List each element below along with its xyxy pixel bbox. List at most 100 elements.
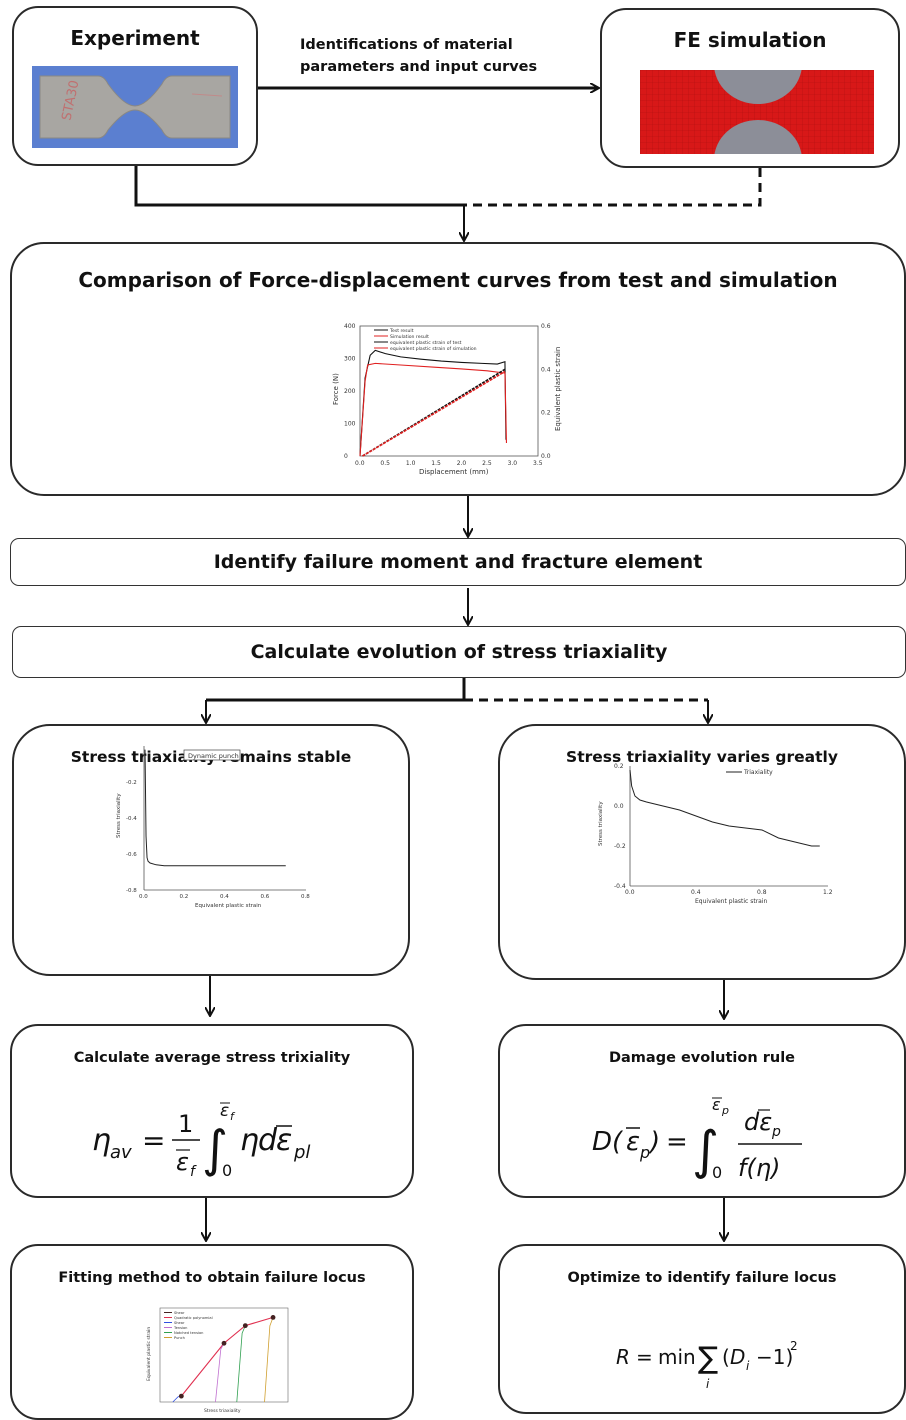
svg-text:∫: ∫ <box>202 1120 228 1178</box>
legend-label: Simulation result <box>390 334 429 340</box>
average-formula: η av = 1 ε f ∫ ε f 0 η d ε pl <box>92 1101 310 1180</box>
fe-simulation-box: FE simulation <box>600 8 900 168</box>
svg-text:p: p <box>771 1124 781 1140</box>
varies-title: Stress triaxiality varies greatly <box>566 748 838 766</box>
svg-text:d: d <box>258 1123 278 1158</box>
x-tick-label: 1.5 <box>431 460 441 467</box>
y-tick-label: -0.6 <box>126 852 137 858</box>
y-tick-label: -0.8 <box>126 888 137 894</box>
y-tick-label: -0.2 <box>614 843 626 850</box>
x-tick-label: 1.2 <box>823 889 833 896</box>
x-tick-label: 0.6 <box>261 894 270 900</box>
y2-tick-label: 0.6 <box>541 323 551 330</box>
legend-label: Quadratic polynomial <box>174 1316 213 1320</box>
legend-label: equivalent plastic strain of simulation <box>390 346 477 352</box>
y-tick-label: 0 <box>344 453 348 460</box>
y-tick-label: 400 <box>344 323 356 330</box>
svg-text:D(: D( <box>592 1127 624 1157</box>
x-tick-label: 0.4 <box>220 894 229 900</box>
svg-text:i: i <box>746 1359 750 1373</box>
identification-label: Identifications of material parameters a… <box>300 34 560 78</box>
experiment-box: Experiment STA30 <box>12 6 258 166</box>
damage-title: Damage evolution rule <box>608 1050 796 1066</box>
calculate-step-box: Calculate evolution of stress triaxialit… <box>12 626 906 678</box>
svg-text:=: = <box>666 1127 688 1157</box>
y-tick-label: 100 <box>344 421 356 428</box>
svg-text:D: D <box>730 1345 745 1369</box>
y-tick-label: 300 <box>344 356 356 363</box>
svg-text:η: η <box>92 1123 111 1158</box>
plot-frame <box>359 325 539 457</box>
identification-label-line2: parameters and input curves <box>300 59 538 75</box>
x-axis-label: Displacement (mm) <box>419 468 489 476</box>
series-line <box>359 362 508 457</box>
comparison-title: Comparison of Force-displacement curves … <box>78 268 838 292</box>
x-axis-label: Equivalent plastic strain <box>195 903 262 909</box>
svg-text:∫: ∫ <box>692 1121 719 1181</box>
legend-label: Triaxiality <box>743 769 773 776</box>
svg-text:0: 0 <box>222 1161 232 1180</box>
svg-text:min: min <box>658 1345 696 1369</box>
x-tick-label: 0.2 <box>180 894 189 900</box>
x-tick-label: 2.0 <box>457 460 467 467</box>
series-line <box>144 749 286 867</box>
y-axis-label: Stress triaxiality <box>116 793 122 838</box>
y-tick-label: -0.4 <box>126 816 137 822</box>
y2-axis-label: Equivalent plastic strain <box>554 347 562 431</box>
specimen-photo: STA30 <box>32 66 238 148</box>
x-tick-label: 0.0 <box>355 460 365 467</box>
svg-text:f: f <box>190 1164 197 1180</box>
legend-label: equivalent plastic strain of test <box>390 340 462 346</box>
legend-label: Tension <box>173 1326 187 1330</box>
failure-point <box>242 1323 248 1329</box>
svg-text:2: 2 <box>790 1339 798 1353</box>
x-tick-label: 2.5 <box>482 460 492 467</box>
line-calc-left <box>206 678 466 702</box>
y-axis-label: Equivalent plastic strain <box>146 1327 152 1381</box>
series-line <box>359 349 507 457</box>
line-experiment-down <box>134 166 464 207</box>
fitting-method-box: Fitting method to obtain failure locus S… <box>10 1244 414 1420</box>
test-path-line <box>264 1317 274 1403</box>
svg-text:f: f <box>230 1110 236 1123</box>
damage-formula: D( ε p ) = ∫ ε p 0 dε p f(η) <box>592 1095 802 1182</box>
svg-text:pl: pl <box>293 1142 310 1163</box>
optimize-title: Optimize to identify failure locus <box>567 1270 837 1286</box>
x-tick-label: 3.5 <box>533 460 543 467</box>
svg-text:ε: ε <box>276 1123 292 1158</box>
series-line <box>629 769 820 847</box>
legend-box <box>183 749 241 761</box>
x-tick-label: 0.5 <box>380 460 390 467</box>
legend-label: Shear <box>174 1321 185 1325</box>
svg-text:ε: ε <box>712 1095 721 1114</box>
fe-mesh-image <box>640 70 874 154</box>
svg-text:=: = <box>636 1345 653 1369</box>
legend-label: Dynamic punch <box>188 752 239 760</box>
svg-text:ε: ε <box>176 1148 189 1176</box>
svg-text:∑: ∑ <box>698 1341 718 1376</box>
svg-text:ε: ε <box>626 1127 640 1157</box>
x-tick-label: 3.0 <box>508 460 518 467</box>
test-path-line <box>236 1325 246 1403</box>
svg-text:−1): −1) <box>756 1345 793 1369</box>
legend-label: Punch <box>174 1336 185 1340</box>
line-fe-down-dashed <box>464 168 762 207</box>
svg-text:p: p <box>639 1143 650 1162</box>
experiment-title: Experiment <box>70 26 200 50</box>
optimize-box: Optimize to identify failure locus R = m… <box>498 1244 906 1414</box>
svg-text:): ) <box>648 1127 660 1157</box>
svg-text:i: i <box>706 1377 710 1391</box>
svg-text:p: p <box>721 1104 729 1117</box>
svg-text:av: av <box>110 1142 132 1163</box>
y2-tick-label: 0.0 <box>541 453 551 460</box>
legend-label: Test result <box>389 328 414 334</box>
average-triaxiality-box: Calculate average stress trixiality η av… <box>10 1024 414 1198</box>
fitting-title: Fitting method to obtain failure locus <box>58 1270 366 1286</box>
x-axis-label: Equivalent plastic strain <box>695 898 768 905</box>
svg-text:R: R <box>616 1345 630 1369</box>
